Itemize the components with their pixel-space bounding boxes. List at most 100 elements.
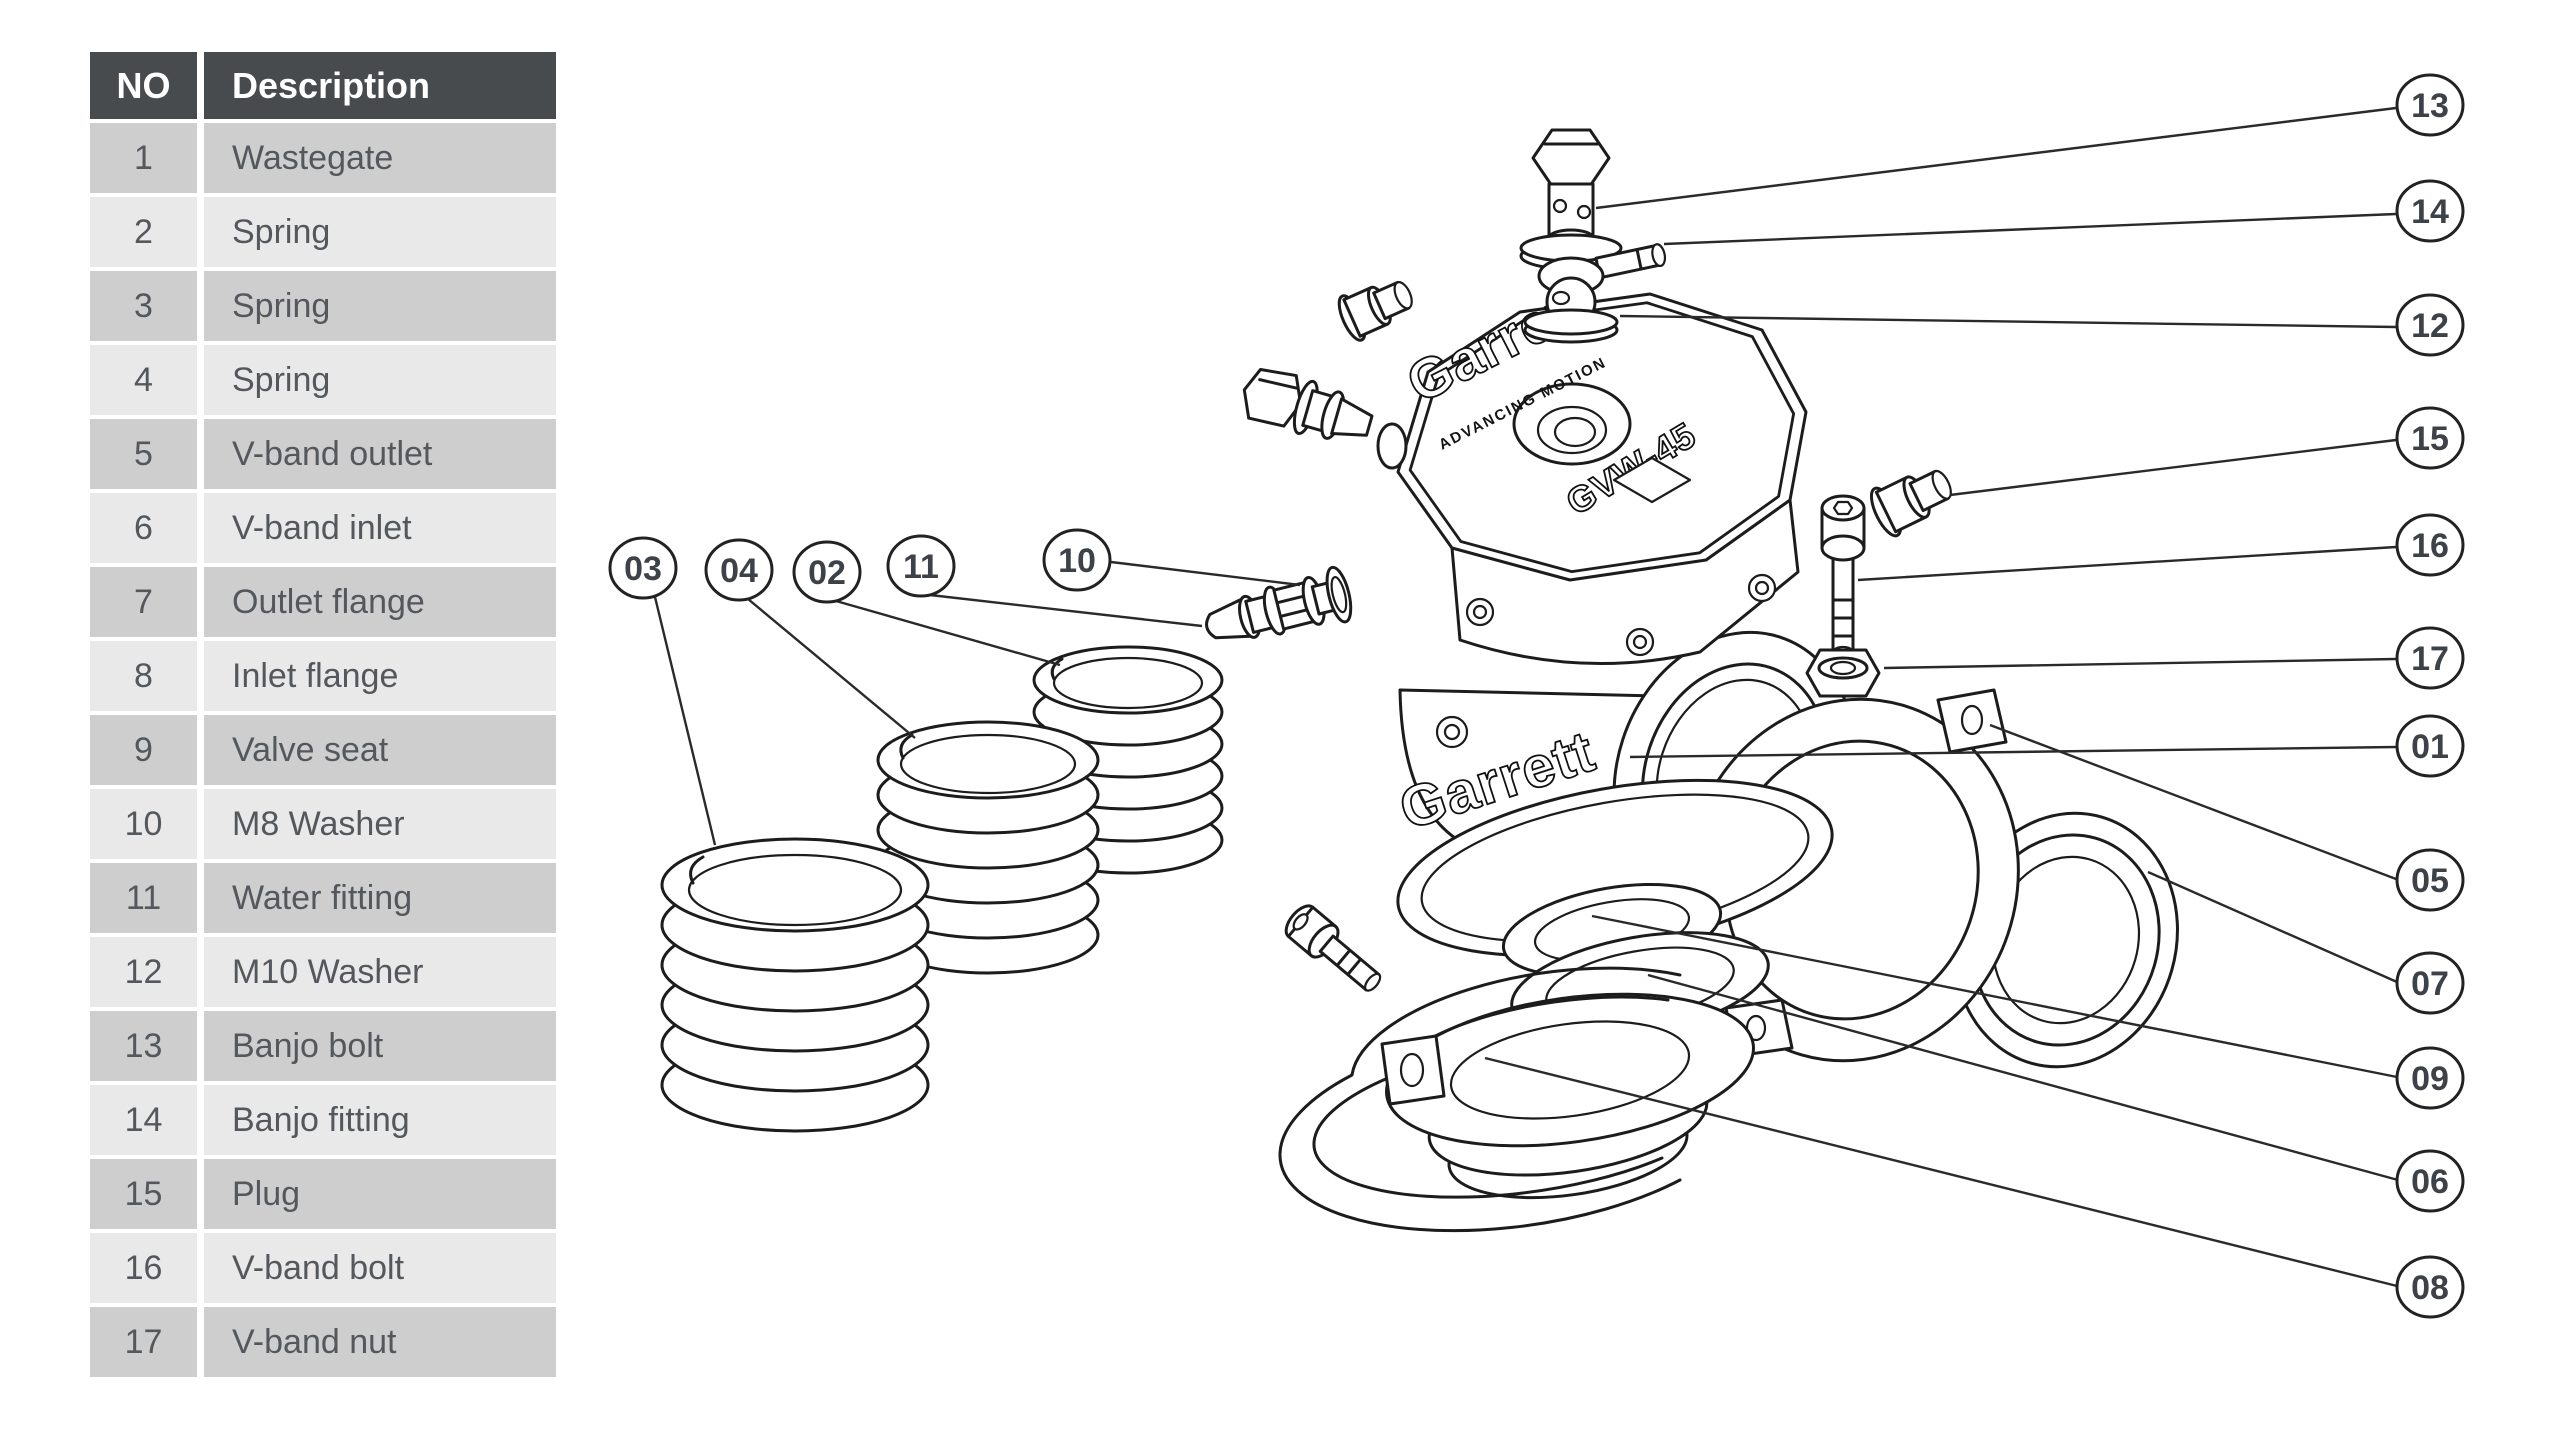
part-description: Water fitting <box>204 863 556 933</box>
spring-large <box>660 837 930 1133</box>
svg-text:14: 14 <box>2411 193 2449 231</box>
table-row: 10 M8 Washer <box>90 789 556 859</box>
callout-14: 14 <box>2395 179 2465 243</box>
callout-03: 03 <box>608 536 678 600</box>
table-row: 4 Spring <box>90 345 556 415</box>
svg-text:16: 16 <box>2411 527 2449 565</box>
part-number: 7 <box>90 567 197 637</box>
table-body: 1 Wastegate 2 Spring 3 Spring 4 Spring 5… <box>90 123 556 1377</box>
part-description: M10 Washer <box>204 937 556 1007</box>
table-row: 15 Plug <box>90 1159 556 1229</box>
part-description: Spring <box>204 271 556 341</box>
svg-text:01: 01 <box>2411 728 2449 766</box>
part-number: 8 <box>90 641 197 711</box>
cap-water-port-bolt <box>1242 367 1374 440</box>
callout-08: 08 <box>2395 1255 2465 1319</box>
svg-text:12: 12 <box>2411 307 2449 345</box>
outlet-flange <box>1953 811 2179 1069</box>
callout-04: 04 <box>704 538 774 602</box>
part-number: 6 <box>90 493 197 563</box>
plug <box>1869 469 1952 538</box>
svg-text:03: 03 <box>624 550 662 588</box>
inlet-clamp-bolt <box>1284 904 1382 992</box>
part-description: V-band outlet <box>204 419 556 489</box>
part-number: 11 <box>90 863 197 933</box>
banjo-fitting <box>1519 233 1667 296</box>
callout-15: 15 <box>2395 406 2465 470</box>
water-fitting <box>1205 565 1353 640</box>
part-description: Inlet flange <box>204 641 556 711</box>
part-number: 4 <box>90 345 197 415</box>
part-description: V-band inlet <box>204 493 556 563</box>
vband-bolt <box>1820 494 1866 659</box>
callout-10: 10 <box>1042 528 1112 592</box>
header-no: NO <box>90 52 197 119</box>
svg-text:08: 08 <box>2411 1269 2449 1307</box>
part-description: Outlet flange <box>204 567 556 637</box>
table-header: NO Description <box>90 52 556 119</box>
callout-16: 16 <box>2395 513 2465 577</box>
svg-text:07: 07 <box>2411 965 2449 1003</box>
svg-text:10: 10 <box>1058 542 1096 580</box>
cap-port <box>1376 422 1408 470</box>
part-description: V-band nut <box>204 1307 556 1377</box>
callout-01: 01 <box>2395 714 2465 778</box>
part-number: 1 <box>90 123 197 193</box>
part-number: 3 <box>90 271 197 341</box>
cap-plug-fitting <box>1337 280 1413 342</box>
part-description: Spring <box>204 345 556 415</box>
table-row: 11 Water fitting <box>90 863 556 933</box>
parts-table: NO Description 1 Wastegate 2 Spring 3 Sp… <box>90 52 556 1381</box>
svg-text:05: 05 <box>2411 862 2449 900</box>
svg-text:06: 06 <box>2411 1163 2449 1201</box>
svg-text:15: 15 <box>2411 420 2449 458</box>
part-description: Banjo bolt <box>204 1011 556 1081</box>
leader-lines <box>653 106 2399 1288</box>
svg-text:17: 17 <box>2411 640 2449 678</box>
callout-11: 11 <box>886 534 956 598</box>
table-row: 8 Inlet flange <box>90 641 556 711</box>
table-row: 2 Spring <box>90 197 556 267</box>
part-number: 15 <box>90 1159 197 1229</box>
part-description: Spring <box>204 197 556 267</box>
table-row: 13 Banjo bolt <box>90 1011 556 1081</box>
table-row: 14 Banjo fitting <box>90 1085 556 1155</box>
callout-07: 07 <box>2395 951 2465 1015</box>
cap-skirt <box>1450 498 1800 665</box>
part-number: 9 <box>90 715 197 785</box>
svg-text:09: 09 <box>2411 1060 2449 1098</box>
table-row: 7 Outlet flange <box>90 567 556 637</box>
part-number: 17 <box>90 1307 197 1377</box>
part-number: 16 <box>90 1233 197 1303</box>
part-description: Banjo fitting <box>204 1085 556 1155</box>
part-number: 13 <box>90 1011 197 1081</box>
callout-09: 09 <box>2395 1046 2465 1110</box>
table-row: 6 V-band inlet <box>90 493 556 563</box>
part-description: M8 Washer <box>204 789 556 859</box>
table-row: 9 Valve seat <box>90 715 556 785</box>
vband-inlet-clamp <box>1278 966 1682 1233</box>
spring-medium <box>876 720 1100 975</box>
callout-02: 02 <box>792 540 862 604</box>
part-number: 5 <box>90 419 197 489</box>
table-row: 16 V-band bolt <box>90 1233 556 1303</box>
svg-text:11: 11 <box>903 548 939 586</box>
callout-06: 06 <box>2395 1149 2465 1213</box>
table-row: 17 V-band nut <box>90 1307 556 1377</box>
m10-washer <box>1523 308 1619 344</box>
table-row: 12 M10 Washer <box>90 937 556 1007</box>
table-row: 3 Spring <box>90 271 556 341</box>
part-description: V-band bolt <box>204 1233 556 1303</box>
callout-12: 12 <box>2395 293 2465 357</box>
table-row: 1 Wastegate <box>90 123 556 193</box>
part-number: 10 <box>90 789 197 859</box>
table-row: 5 V-band outlet <box>90 419 556 489</box>
part-number: 2 <box>90 197 197 267</box>
callout-05: 05 <box>2395 848 2465 912</box>
callout-17: 17 <box>2395 626 2465 690</box>
svg-text:13: 13 <box>2411 87 2449 125</box>
part-number: 12 <box>90 937 197 1007</box>
svg-text:02: 02 <box>808 554 846 592</box>
vband-nut <box>1805 648 1881 698</box>
